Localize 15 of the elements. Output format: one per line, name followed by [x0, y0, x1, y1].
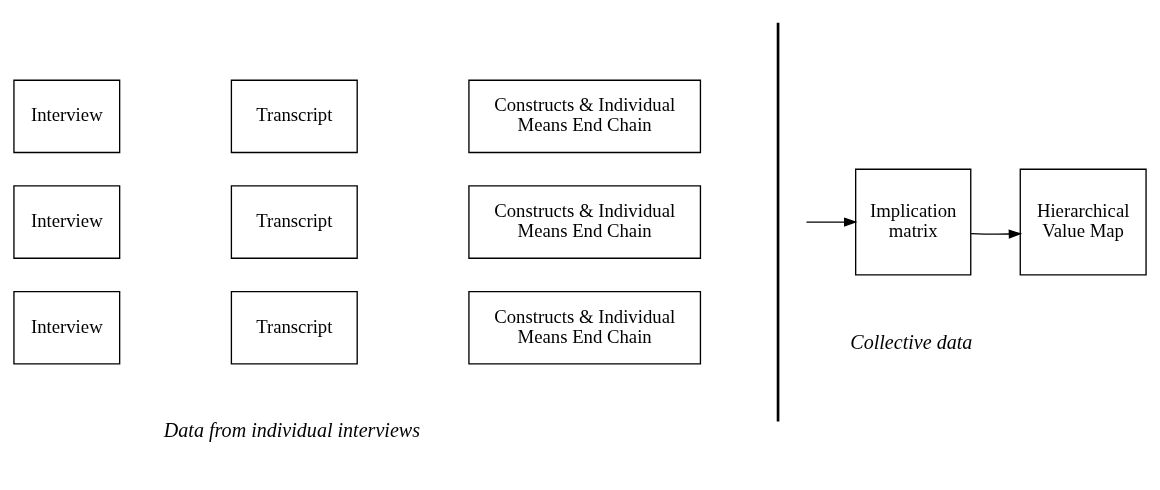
node-box: Transcript [230, 290, 358, 365]
node-box: Interview [13, 290, 121, 365]
label: Data from individual interviews [163, 418, 420, 441]
node-box: Interview [13, 79, 121, 153]
node-box: Constructs & Individual Means End Chain [468, 79, 702, 153]
node-box: Hierarchical Value Map [1019, 168, 1147, 276]
node-box: Interview [13, 184, 121, 259]
arrow [805, 216, 858, 227]
node-box: Constructs & Individual Means End Chain [468, 184, 702, 259]
node-box: Constructs & Individual Means End Chain [468, 290, 702, 365]
arrow [970, 228, 1023, 239]
label: Collective data [850, 330, 973, 353]
node-box: Implication matrix [855, 168, 972, 276]
node-box: Transcript [230, 79, 358, 153]
node-box: Transcript [230, 184, 358, 259]
